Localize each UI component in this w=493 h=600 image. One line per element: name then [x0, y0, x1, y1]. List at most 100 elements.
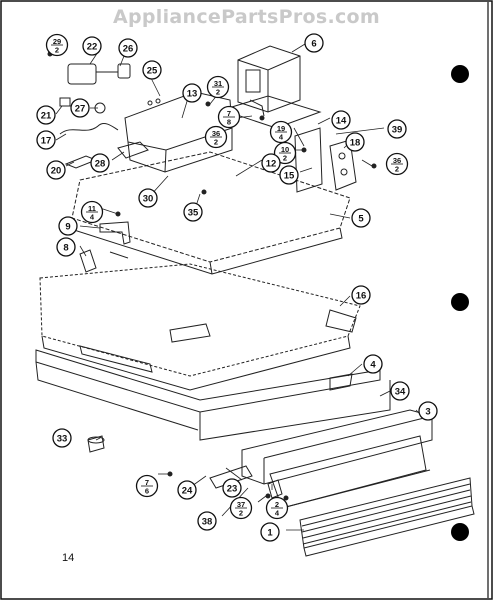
callout-ref-top: 36	[393, 156, 401, 165]
callout-ref-bottom: 2	[283, 154, 287, 163]
callout-c28: 28	[90, 153, 110, 173]
grille-louvers	[299, 477, 475, 557]
callout-ref-bottom: 2	[395, 165, 399, 174]
callout-c15: 15	[279, 165, 299, 185]
callout-c36b: 362	[385, 152, 409, 176]
callout-label: 25	[147, 66, 158, 77]
callout-c37: 372	[229, 496, 253, 520]
leveling-foot	[87, 435, 105, 453]
callout-c23: 23	[222, 478, 242, 498]
callout-c27: 27	[70, 98, 90, 118]
callout-circle	[36, 130, 56, 150]
callout-circle	[46, 160, 66, 180]
watermark-text: AppliancePartsPros.com	[112, 6, 380, 28]
callout-circle	[182, 83, 202, 103]
callout-ref-top: 7	[145, 478, 149, 487]
callout-c39: 39	[387, 119, 407, 139]
callout-label: 18	[350, 138, 361, 149]
frame-rails	[35, 349, 391, 441]
callout-ref-bottom: 4	[275, 509, 280, 518]
callout-ref-top: 2	[275, 500, 279, 509]
callout-c16: 16	[351, 285, 371, 305]
callout-label: 13	[187, 89, 198, 100]
callout-label: 26	[123, 44, 134, 55]
callout-c13: 13	[182, 83, 202, 103]
callout-circle	[56, 237, 76, 257]
callout-c18: 18	[345, 132, 365, 152]
callout-label: 24	[182, 486, 193, 497]
callout-ref-bottom: 8	[227, 118, 231, 127]
callout-c30: 30	[138, 188, 158, 208]
callout-circle	[331, 110, 351, 130]
callout-c5: 5	[351, 208, 371, 228]
callout-ref-bottom: 4	[90, 213, 95, 222]
callout-ref-top: 19	[277, 124, 285, 133]
callout-circle	[70, 98, 90, 118]
callout-c8: 8	[56, 237, 76, 257]
callout-c22: 22	[82, 36, 102, 56]
callout-circle	[138, 188, 158, 208]
callout-ref-bottom: 2	[214, 138, 218, 147]
callout-ref-top: 37	[237, 500, 245, 509]
callout-ref-bottom: 4	[279, 133, 284, 142]
upper-pan	[71, 151, 351, 275]
callout-circle	[183, 202, 203, 222]
callout-label: 9	[65, 222, 70, 233]
callout-label: 28	[95, 159, 106, 170]
callout-ref-bottom: 6	[145, 487, 149, 496]
callout-c1: 1	[260, 522, 280, 542]
callout-label: 27	[75, 104, 86, 115]
base-deck	[39, 263, 361, 391]
transformer-block	[237, 45, 301, 117]
callout-circle	[279, 165, 299, 185]
callout-circle	[197, 511, 217, 531]
callout-label: 4	[370, 360, 376, 371]
callout-c20: 20	[46, 160, 66, 180]
callout-circle	[418, 401, 438, 421]
callout-c17: 17	[36, 130, 56, 150]
callout-c7a: 78	[217, 105, 241, 129]
callout-ref-bottom: 2	[55, 46, 59, 55]
callout-circle	[363, 354, 383, 374]
callout-circle	[36, 105, 56, 125]
callout-c25: 25	[142, 60, 162, 80]
callout-circle	[351, 208, 371, 228]
page-number: 14	[62, 552, 75, 564]
callout-circle	[261, 153, 281, 173]
callout-label: 15	[284, 171, 295, 182]
callout-circle	[304, 33, 324, 53]
callout-c26: 26	[118, 38, 138, 58]
callout-ref-top: 11	[88, 204, 96, 213]
capacitor-part	[67, 63, 131, 85]
callout-ref-bottom: 2	[239, 509, 243, 518]
callout-ref-bottom: 2	[216, 88, 220, 97]
callout-label: 22	[87, 42, 98, 53]
callout-ref-top: 7	[227, 109, 231, 118]
callout-c34: 34	[390, 381, 410, 401]
callout-label: 34	[395, 387, 406, 398]
callout-label: 23	[227, 484, 238, 495]
callout-c36a: 362	[204, 125, 228, 149]
callout-label: 6	[311, 39, 316, 50]
binder-hole-middle	[451, 293, 469, 311]
callout-c19: 194	[269, 120, 293, 144]
callout-c7b: 76	[135, 474, 159, 498]
callout-label: 16	[356, 291, 367, 302]
left-bracket	[79, 221, 131, 273]
callout-label: 30	[143, 194, 154, 205]
callout-ref-top: 31	[214, 79, 222, 88]
callout-c4: 4	[363, 354, 383, 374]
callout-label: 5	[358, 214, 364, 225]
binder-hole-bottom	[451, 523, 469, 541]
callout-c31: 312	[206, 75, 230, 99]
callout-c9: 9	[58, 216, 78, 236]
callout-ref-top: 29	[53, 37, 61, 46]
callout-c21: 21	[36, 105, 56, 125]
mounting-plate	[220, 95, 322, 129]
callout-label: 21	[41, 111, 52, 122]
callout-circle	[345, 132, 365, 152]
callout-circle	[177, 480, 197, 500]
callout-label: 33	[57, 434, 68, 445]
